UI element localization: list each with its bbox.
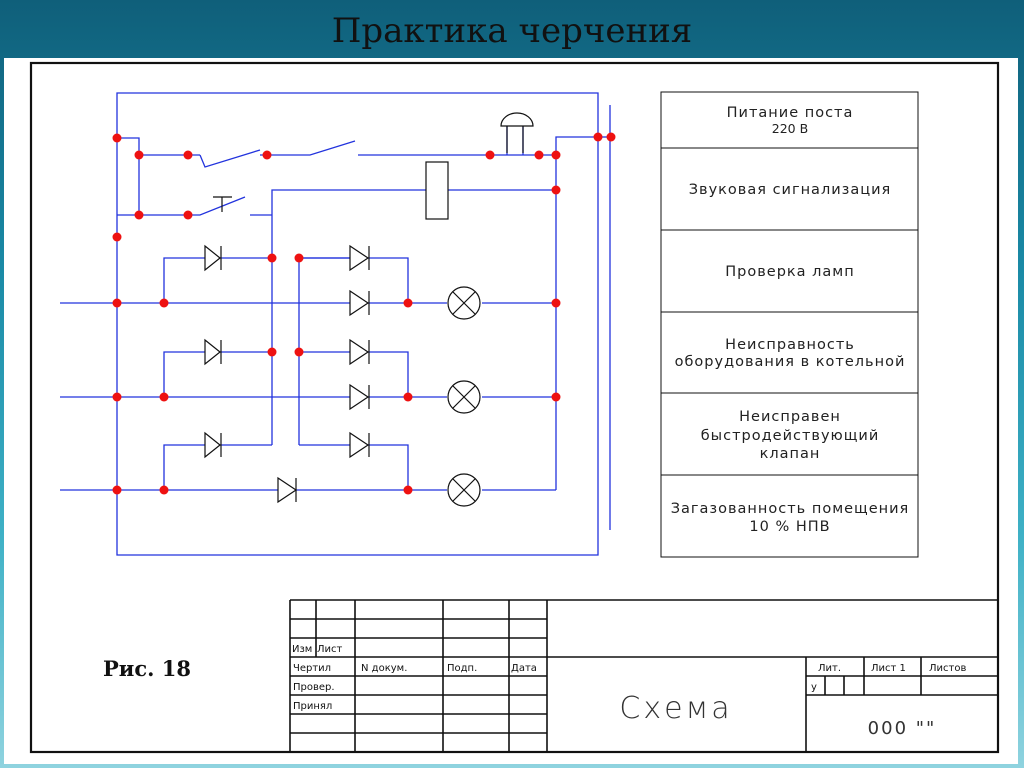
legend-row-4-line-2: оборудования в котельной: [675, 354, 906, 370]
title-block: [289, 599, 998, 752]
diode-9: [277, 476, 298, 504]
stamp-chertil-label: Чертил: [293, 663, 331, 674]
node: [593, 132, 603, 142]
legend-row-1-line-1: Питание поста: [727, 105, 854, 121]
node: [294, 253, 304, 263]
lamp-1: [447, 286, 481, 320]
diode-5: [349, 338, 370, 366]
diode-6: [349, 383, 370, 411]
branch-wire: [117, 137, 140, 216]
stamp-prinyal-label: Принял: [293, 701, 332, 712]
drawing-frame: [29, 61, 1000, 754]
node: [262, 150, 272, 160]
stamp-prover-label: Провер.: [293, 682, 335, 693]
node: [403, 298, 413, 308]
node: [183, 210, 193, 220]
stamp-data-label: Дата: [511, 663, 537, 674]
legend-row-6-line-1: Загазованность помещения: [671, 501, 910, 517]
stamp-podp-label: Подп.: [447, 663, 477, 674]
legend-row-5-line-1: Неисправен: [739, 409, 841, 425]
node: [267, 347, 277, 357]
stamp-list-label: Лист: [317, 644, 343, 655]
diode-row1-right: [299, 257, 409, 303]
node: [294, 347, 304, 357]
coil-line-top: [271, 189, 556, 215]
legend-row-5-line-2: быстродействующий: [701, 428, 880, 444]
node: [159, 485, 169, 495]
diode-1: [204, 244, 222, 272]
node: [112, 392, 122, 402]
diode-7: [204, 431, 222, 459]
slide-title: Практика черчения: [331, 11, 693, 51]
node: [606, 132, 616, 142]
diode-3: [349, 289, 370, 317]
node: [134, 150, 144, 160]
stamp-lit-value: у: [811, 682, 817, 693]
node: [159, 298, 169, 308]
node: [134, 210, 144, 220]
figure-caption: Рис. 18: [103, 656, 191, 681]
stamp-list1-label: Лист 1: [871, 663, 906, 674]
diode-row3-top: [163, 444, 272, 490]
buzzer-tap-wire: [555, 136, 598, 155]
title-block-text: Изм Лист Чертил N докум. Подп. Дата Пров…: [292, 644, 966, 712]
legend-row-1-line-2: 220 В: [772, 121, 808, 136]
lamp-3: [447, 473, 481, 507]
legend-table: [660, 91, 919, 558]
node: [112, 232, 122, 242]
drawing-sheet: Питание поста 220 В Звуковая сигнализаци…: [4, 58, 1018, 764]
legend-row-5-line-3: клапан: [760, 446, 821, 462]
node: [112, 298, 122, 308]
legend-row-2-line-1: Звуковая сигнализация: [689, 182, 892, 198]
node: [551, 150, 561, 160]
stamp-listov-label: Листов: [929, 663, 966, 674]
buzzer-legs: [506, 126, 524, 153]
legend-row-3-line-1: Проверка ламп: [725, 264, 854, 280]
button-line: [139, 196, 272, 216]
component-symbols: [204, 112, 534, 507]
node: [403, 392, 413, 402]
diode-4: [204, 338, 222, 366]
schematic-drawing: Питание поста 220 В Звуковая сигнализаци…: [29, 61, 1000, 754]
relay-coil: [425, 161, 449, 220]
node: [112, 485, 122, 495]
diode-row3-right: [299, 444, 409, 490]
stamp-drawing-title: Схема: [619, 691, 732, 726]
node: [183, 150, 193, 160]
node: [403, 485, 413, 495]
legend-row-4-line-1: Неисправность: [725, 337, 855, 353]
switch-contact-2: [260, 140, 356, 156]
diode-8: [349, 431, 370, 459]
node: [551, 185, 561, 195]
node: [551, 392, 561, 402]
node: [551, 298, 561, 308]
legend-row-6-line-2: 10 % НПВ: [749, 519, 830, 535]
node: [267, 253, 277, 263]
stamp-lit-label: Лит.: [818, 663, 841, 674]
stamp-ndokum-label: N докум.: [361, 663, 407, 674]
stamp-izm-label: Изм: [292, 644, 312, 655]
diode-row1-top: [163, 257, 272, 303]
push-button-symbol: [213, 196, 232, 212]
diode-row2-top: [163, 351, 272, 397]
switch-contact-1: [199, 149, 261, 168]
node: [112, 133, 122, 143]
wiring: [60, 92, 612, 556]
outer-loop-wire: [116, 92, 599, 556]
lamp-2: [447, 380, 481, 414]
legend-text: Питание поста 220 В Звуковая сигнализаци…: [671, 105, 910, 535]
diode-2: [349, 244, 370, 272]
junction-nodes: [112, 132, 616, 495]
stamp-designation: 000 "": [868, 718, 937, 739]
buzzer-wire: [506, 126, 524, 155]
node: [159, 392, 169, 402]
diode-row2-right: [299, 351, 409, 397]
buzzer-symbol: [500, 112, 534, 127]
node: [534, 150, 544, 160]
node: [485, 150, 495, 160]
